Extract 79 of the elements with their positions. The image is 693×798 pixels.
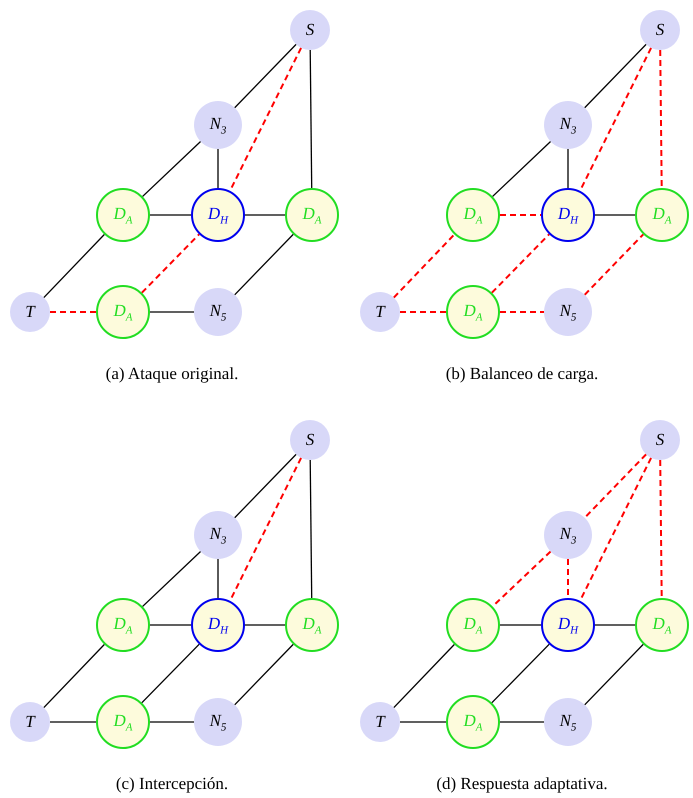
attacker-node: D$_{A}$ (446, 695, 500, 749)
network-node: N$_{3}$ (194, 511, 242, 559)
dashed-link (659, 460, 663, 598)
dashed-link (50, 311, 96, 313)
dashed-link (584, 234, 644, 296)
network-node: N$_{3}$ (544, 101, 592, 149)
attacker-node: D$_{A}$ (96, 598, 150, 652)
host-node: D$_{H}$ (191, 188, 245, 242)
attacker-node: D$_{A}$ (285, 188, 339, 242)
link-line (150, 721, 194, 723)
link-line (234, 644, 294, 706)
network-node: S (640, 10, 680, 50)
attacker-node: D$_{A}$ (96, 188, 150, 242)
link-line (245, 624, 285, 626)
dashed-link (659, 50, 663, 188)
link-line (584, 644, 644, 706)
attacker-node: D$_{A}$ (446, 285, 500, 339)
dashed-link (141, 234, 200, 294)
attacker-node: D$_{A}$ (446, 598, 500, 652)
network-node: T (10, 292, 50, 332)
subfigure-caption: (b) Balanceo de carga. (446, 364, 598, 384)
subfigure-caption: (d) Respuesta adaptativa. (436, 774, 608, 794)
network-node: N$_{3}$ (544, 511, 592, 559)
link-line (400, 721, 446, 723)
link-line (150, 624, 191, 626)
link-line (595, 214, 635, 216)
dashed-link (567, 559, 569, 598)
network-node: N$_{5}$ (544, 288, 592, 336)
link-line (492, 141, 552, 197)
link-line (142, 551, 202, 607)
link-line (234, 454, 297, 518)
link-line (491, 644, 550, 704)
link-line (584, 44, 647, 108)
link-line (43, 644, 105, 708)
link-line (310, 460, 312, 598)
link-line (500, 721, 544, 723)
subfigure-caption: (c) Intercepción. (116, 774, 228, 794)
network-node: S (290, 10, 330, 50)
dashed-link (491, 234, 550, 294)
network-node: S (290, 420, 330, 460)
dashed-link (393, 234, 456, 298)
network-node: T (360, 292, 400, 332)
link-line (567, 149, 569, 188)
network-node: N$_{5}$ (544, 698, 592, 746)
attacker-node: D$_{A}$ (635, 188, 689, 242)
dashed-link (584, 454, 647, 518)
network-node: N$_{5}$ (194, 698, 242, 746)
attacker-node: D$_{A}$ (96, 285, 150, 339)
link-line (595, 624, 635, 626)
subfigure-caption: (a) Ataque original. (106, 364, 238, 384)
network-node: S (640, 420, 680, 460)
attacker-node: D$_{A}$ (635, 598, 689, 652)
link-line (50, 721, 96, 723)
host-node: D$_{H}$ (191, 598, 245, 652)
network-node: N$_{5}$ (194, 288, 242, 336)
link-line (150, 311, 194, 313)
network-node: N$_{3}$ (194, 101, 242, 149)
host-node: D$_{H}$ (541, 598, 595, 652)
attacker-node: D$_{A}$ (285, 598, 339, 652)
link-line (234, 234, 294, 296)
dashed-link (400, 311, 446, 313)
network-node: T (10, 702, 50, 742)
link-line (217, 149, 219, 188)
link-line (234, 44, 297, 108)
link-line (393, 644, 455, 708)
link-line (500, 624, 541, 626)
host-node: D$_{H}$ (541, 188, 595, 242)
link-line (217, 559, 219, 598)
link-line (141, 644, 200, 704)
link-line (310, 50, 312, 188)
dashed-link (500, 311, 544, 313)
attacker-node: D$_{A}$ (96, 695, 150, 749)
attacker-node: D$_{A}$ (446, 188, 500, 242)
link-line (43, 234, 105, 298)
network-node: T (360, 702, 400, 742)
dashed-link (500, 214, 541, 216)
link-line (245, 214, 285, 216)
link-line (150, 214, 191, 216)
link-line (142, 141, 202, 197)
